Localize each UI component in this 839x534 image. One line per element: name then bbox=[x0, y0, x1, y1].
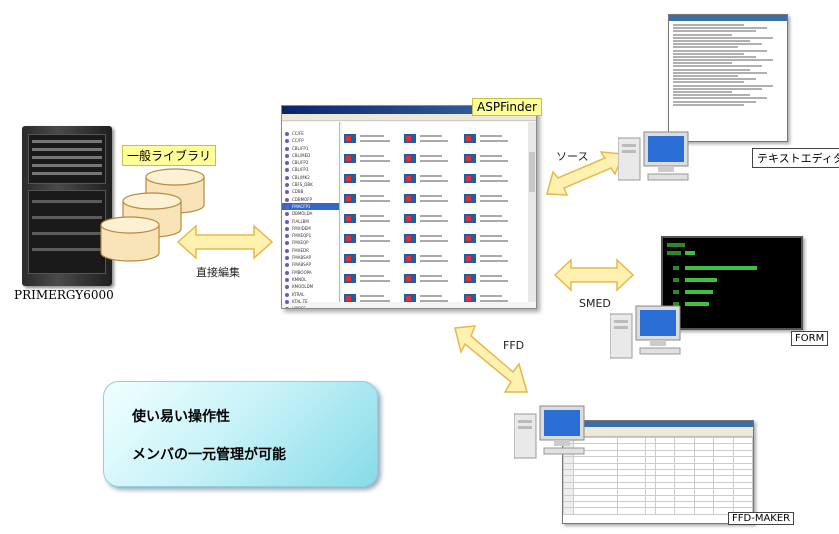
text-editor-screenshot bbox=[668, 14, 788, 142]
ffd-maker-label: FFD-MAKER bbox=[728, 512, 795, 525]
feature-ease-of-use: 使い易い操作性 bbox=[132, 409, 230, 425]
server-name: PRIMERGY6000 bbox=[14, 288, 114, 302]
direct-edit-label: 直接編集 bbox=[196, 266, 240, 279]
text-editor-label: テキストエディタ bbox=[752, 148, 839, 168]
double-arrow-icon bbox=[176, 224, 274, 260]
source-label: ソース bbox=[556, 150, 589, 163]
smed-label: SMED bbox=[579, 297, 611, 310]
ffd-label: FFD bbox=[503, 339, 525, 352]
desktop-pc-icon bbox=[610, 305, 681, 359]
ffd-maker-screenshot bbox=[562, 420, 754, 524]
features-callout: 使い易い操作性 メンバの一元管理が可能 bbox=[103, 381, 378, 487]
aspfinder-label: ASPFinder bbox=[472, 98, 542, 116]
database-cylinder-icon bbox=[100, 216, 160, 262]
server-icon bbox=[22, 126, 112, 286]
desktop-pc-icon bbox=[618, 131, 689, 181]
feature-central-management: メンバの一元管理が可能 bbox=[132, 447, 286, 463]
form-screenshot bbox=[661, 236, 803, 330]
form-label: FORM bbox=[791, 331, 829, 346]
desktop-pc-icon bbox=[514, 405, 585, 459]
double-arrow-icon bbox=[553, 258, 635, 292]
double-arrow-icon bbox=[454, 325, 528, 393]
library-label: 一般ライブラリ bbox=[122, 145, 217, 166]
